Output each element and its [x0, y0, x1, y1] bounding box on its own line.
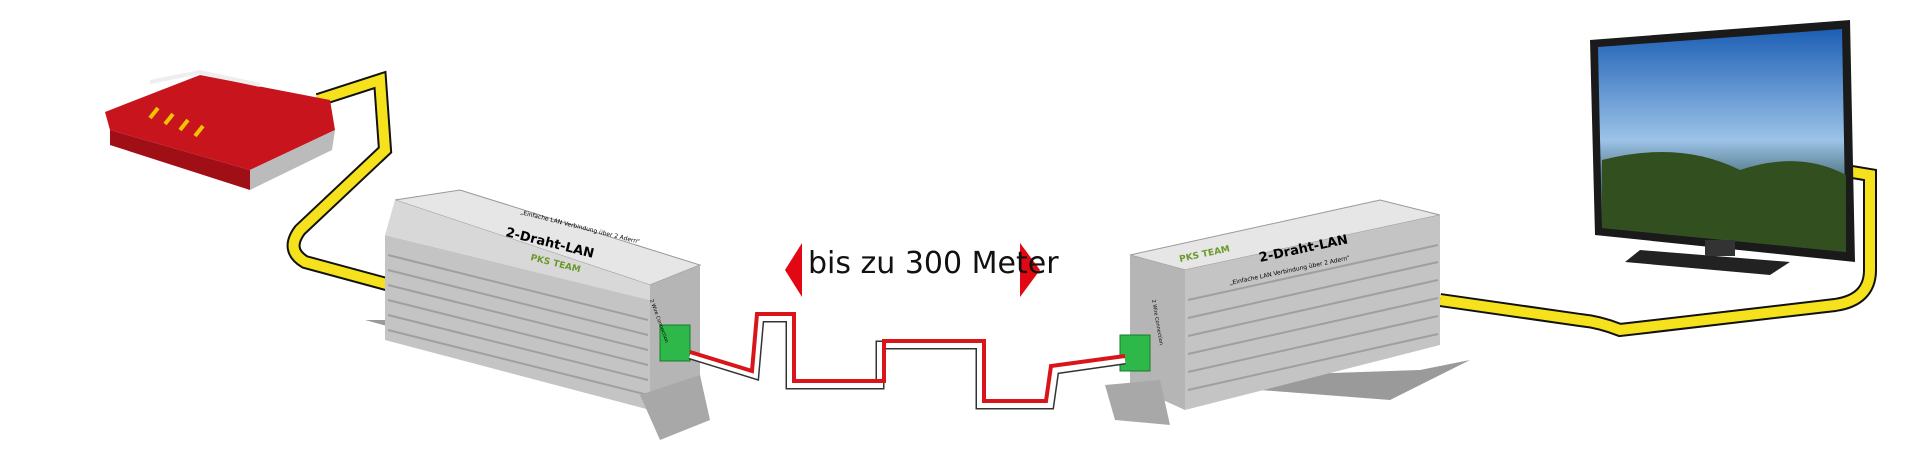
lan-extender-left: 2-Draht-LAN „Einfache LAN Verbindung übe… — [365, 189, 710, 440]
arrow-right-icon — [1020, 243, 1040, 297]
arrow-left-icon — [785, 243, 802, 297]
router — [105, 69, 335, 190]
television — [1590, 20, 1855, 275]
lan-extender-right: 2-Draht-LAN „Einfache LAN Verbindung übe… — [1105, 199, 1470, 425]
distance-label: bis zu 300 Meter — [808, 246, 1059, 281]
